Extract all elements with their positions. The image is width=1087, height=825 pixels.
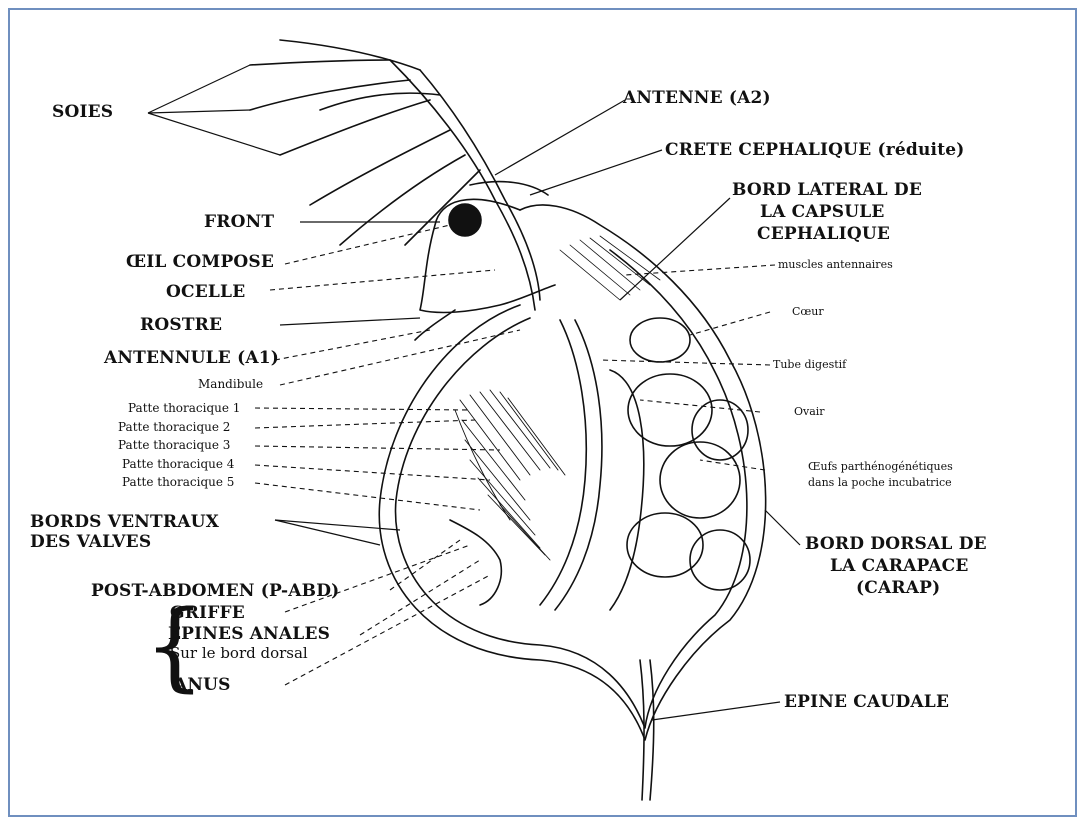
label-ovair: Ovair xyxy=(794,406,825,417)
label-bord-lateral-line1: BORD LATERAL DE xyxy=(732,182,922,199)
label-tube-digestif: Tube digestif xyxy=(773,359,846,370)
label-antenne-a2: ANTENNE (A2) xyxy=(623,90,771,107)
egg-5 xyxy=(692,400,748,460)
label-patte-5: Patte thoracique 5 xyxy=(122,476,234,488)
leader-patte-5 xyxy=(255,483,480,510)
label-oeufs-line1: Œufs parthénogénétiques xyxy=(808,461,953,472)
label-ocelle: OCELLE xyxy=(166,284,245,301)
label-bord-lateral-line2: LA CAPSULE xyxy=(760,204,885,221)
label-antennule-a1: ANTENNULE (A1) xyxy=(104,350,279,367)
leader-patte-1 xyxy=(255,408,470,410)
label-bord-dorsal-line2: LA CARAPACE xyxy=(830,558,969,575)
thoracic-legs xyxy=(455,390,565,560)
label-sur-le-bord-dorsal: Sur le bord dorsal xyxy=(170,646,308,661)
label-patte-4: Patte thoracique 4 xyxy=(122,458,234,470)
label-bord-dorsal-line1: BORD DORSAL DE xyxy=(805,536,987,553)
seta-1 xyxy=(250,60,390,65)
label-mandibule: Mandibule xyxy=(198,378,263,390)
label-bords-ventraux-line1: BORDS VENTRAUX xyxy=(30,514,219,531)
seta-5 xyxy=(340,155,465,245)
ovary xyxy=(610,370,644,610)
carapace-inner-outline xyxy=(396,250,747,728)
label-coeur: Cœur xyxy=(792,306,824,317)
label-rostre: ROSTRE xyxy=(140,317,222,334)
seta-6 xyxy=(280,40,420,70)
leader-mandibule xyxy=(280,330,520,385)
label-front: FRONT xyxy=(204,214,274,231)
label-bord-dorsal-line3: (CARAP) xyxy=(856,580,940,597)
leader-patte-3 xyxy=(255,446,500,450)
leader-crete xyxy=(530,150,662,195)
label-epine-caudale: EPINE CAUDALE xyxy=(784,694,949,711)
label-bords-ventraux-line2: DES VALVES xyxy=(30,534,151,551)
label-patte-2: Patte thoracique 2 xyxy=(118,421,230,433)
heart xyxy=(630,318,690,362)
label-oeil-compose: ŒIL COMPOSE xyxy=(126,254,274,271)
leader-muscles xyxy=(625,265,775,275)
label-patte-1: Patte thoracique 1 xyxy=(128,402,240,414)
label-oeufs-line2: dans la poche incubatrice xyxy=(808,477,952,488)
seta-7 xyxy=(320,93,440,110)
leader-ocelle xyxy=(270,270,495,290)
antennal-muscles xyxy=(560,236,660,300)
leader-oeufs xyxy=(700,460,765,470)
label-epines-anales: EPINES ANALES xyxy=(168,626,330,643)
seta-4 xyxy=(310,130,450,205)
leader-soies-3 xyxy=(148,113,280,155)
label-bord-lateral-line3: CEPHALIQUE xyxy=(757,226,890,243)
head-capsule xyxy=(420,199,555,312)
leader-soies-2 xyxy=(148,110,250,113)
carapace-outline xyxy=(379,205,765,740)
label-patte-3: Patte thoracique 3 xyxy=(118,439,230,451)
leader-patte-4 xyxy=(255,465,490,480)
leader-epine-caudale xyxy=(652,702,780,720)
egg-2 xyxy=(660,442,740,518)
label-griffe: GRIFFE xyxy=(170,605,245,622)
label-crete-cephalique: CRETE CEPHALIQUE (réduite) xyxy=(665,142,965,159)
label-anus: ANUS xyxy=(174,677,231,694)
label-post-abdomen: POST-ABDOMEN (P-ABD) xyxy=(91,583,339,600)
leader-soies-1 xyxy=(148,65,250,113)
label-muscles-antennaires: muscles antennaires xyxy=(778,259,893,270)
leader-griffe xyxy=(285,545,470,612)
seta-3 xyxy=(280,100,430,155)
leader-rostre xyxy=(280,318,420,325)
leader-antenne xyxy=(495,100,625,175)
gut xyxy=(540,320,586,605)
leader-tube xyxy=(600,360,770,365)
leader-patte-2 xyxy=(255,420,475,428)
leader-oeil xyxy=(285,225,450,264)
compound-eye xyxy=(449,204,481,236)
label-soies: SOIES xyxy=(52,104,113,121)
antennule xyxy=(415,310,455,340)
leader-bord-dorsal xyxy=(765,510,800,545)
